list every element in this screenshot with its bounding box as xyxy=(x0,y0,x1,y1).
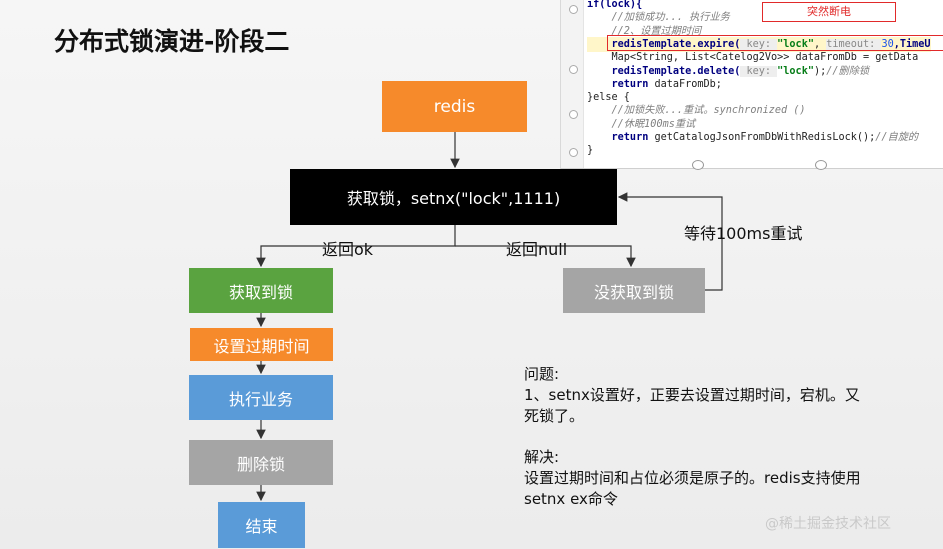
fold-marker-icon xyxy=(569,110,578,119)
code-token: ); xyxy=(813,65,827,77)
code-token: ,TimeU xyxy=(893,38,931,50)
got-lock-node: 获取到锁 xyxy=(189,268,333,313)
code-token: return xyxy=(587,132,655,143)
code-token: if(lock){ xyxy=(587,0,643,10)
code-token: } xyxy=(587,145,594,157)
arrow-setnx-to-got xyxy=(256,225,456,268)
code-token: key: xyxy=(740,38,778,50)
fold-marker-icon xyxy=(569,148,578,157)
code-token: "lock" xyxy=(777,65,814,77)
code-panel: if(lock){ //加锁成功... 执行业务 //2、设置过期时间 redi… xyxy=(560,0,943,169)
code-line: redisTemplate.expire( key: "lock", timeo… xyxy=(587,36,931,53)
watermark: @稀土掘金技术社区 xyxy=(765,516,891,532)
solution-line: 设置过期时间和占位必须是原子的。redis支持使用 xyxy=(524,469,861,487)
code-token: timeout: xyxy=(826,38,882,50)
code-token: dataFromDb; xyxy=(654,78,722,90)
code-token: return xyxy=(587,78,655,90)
code-token: key: xyxy=(740,65,778,77)
code-token: 30 xyxy=(881,38,894,50)
code-line: //休眠100ms重试 xyxy=(587,117,696,132)
code-token: , xyxy=(813,38,827,50)
end-node: 结束 xyxy=(218,502,305,548)
code-token: Map<String, List<Catelog2Vo>> dataFromDb… xyxy=(587,52,919,64)
fold-marker-icon xyxy=(569,65,578,74)
problem-title: 问题: xyxy=(524,365,560,383)
code-token: //删除锁 xyxy=(826,65,870,77)
code-line: Map<String, List<Catelog2Vo>> dataFromDb… xyxy=(587,50,919,65)
exec-business-node: 执行业务 xyxy=(189,375,333,420)
return-ok-label: 返回ok xyxy=(322,240,374,259)
setnx-node: 获取锁，setnx("lock",1111) xyxy=(290,169,617,225)
redis-node: redis xyxy=(382,81,527,132)
spacer xyxy=(524,427,861,447)
code-line: //加锁失败...重试。synchronized () xyxy=(587,103,806,118)
arrow-setnx-to-notgot xyxy=(455,245,636,268)
not-got-lock-node: 没获取到锁 xyxy=(563,268,705,313)
code-token: "lock" xyxy=(777,38,814,50)
scroll-left-icon[interactable] xyxy=(692,160,704,170)
code-gutter xyxy=(561,0,584,168)
code-line: //2、设置过期时间 xyxy=(587,24,702,39)
wait-retry-label: 等待100ms重试 xyxy=(684,224,803,243)
notes-block: 问题: 1、setnx设置好，正要去设置过期时间，宕机。又 死锁了。 解决: 设… xyxy=(524,364,861,510)
code-line: return getCatalogJsonFromDbWithRedisLock… xyxy=(587,130,919,145)
code-line: } xyxy=(587,143,593,158)
code-token: //休眠100ms重试 xyxy=(587,118,696,130)
page-title: 分布式锁演进-阶段二 xyxy=(54,27,290,56)
code-line: if(lock){ xyxy=(587,0,642,12)
problem-line: 死锁了。 xyxy=(524,407,585,425)
code-token: redisTemplate.expire( xyxy=(587,38,741,50)
code-token: }else { xyxy=(587,92,630,104)
code-token: //加锁失败...重试。synchronized () xyxy=(587,105,806,117)
power-outage-callout: 突然断电 xyxy=(762,2,896,22)
fold-marker-icon xyxy=(569,5,578,14)
solution-title: 解决: xyxy=(524,448,560,466)
code-line: }else { xyxy=(587,90,630,105)
code-token: //自旋的 xyxy=(875,132,919,143)
scroll-right-icon[interactable] xyxy=(815,160,827,170)
solution-line: setnx ex命令 xyxy=(524,490,618,508)
code-token: //2、设置过期时间 xyxy=(587,25,702,37)
delete-lock-node: 删除锁 xyxy=(189,440,333,485)
code-line: return dataFromDb; xyxy=(587,77,722,92)
code-token: redisTemplate.delete( xyxy=(587,65,741,77)
code-token: //加锁成功... 执行业务 xyxy=(587,12,730,24)
arrow-retry-loop xyxy=(617,192,723,291)
problem-line: 1、setnx设置好，正要去设置过期时间，宕机。又 xyxy=(524,386,860,404)
code-line: //加锁成功... 执行业务 xyxy=(587,10,730,25)
code-line: redisTemplate.delete( key: "lock");//删除锁 xyxy=(587,64,869,79)
return-null-label: 返回null xyxy=(506,240,568,259)
code-token: getCatalogJsonFromDbWithRedisLock(); xyxy=(654,132,876,143)
expire-highlight-box xyxy=(607,35,943,51)
set-expire-node: 设置过期时间 xyxy=(190,328,333,361)
